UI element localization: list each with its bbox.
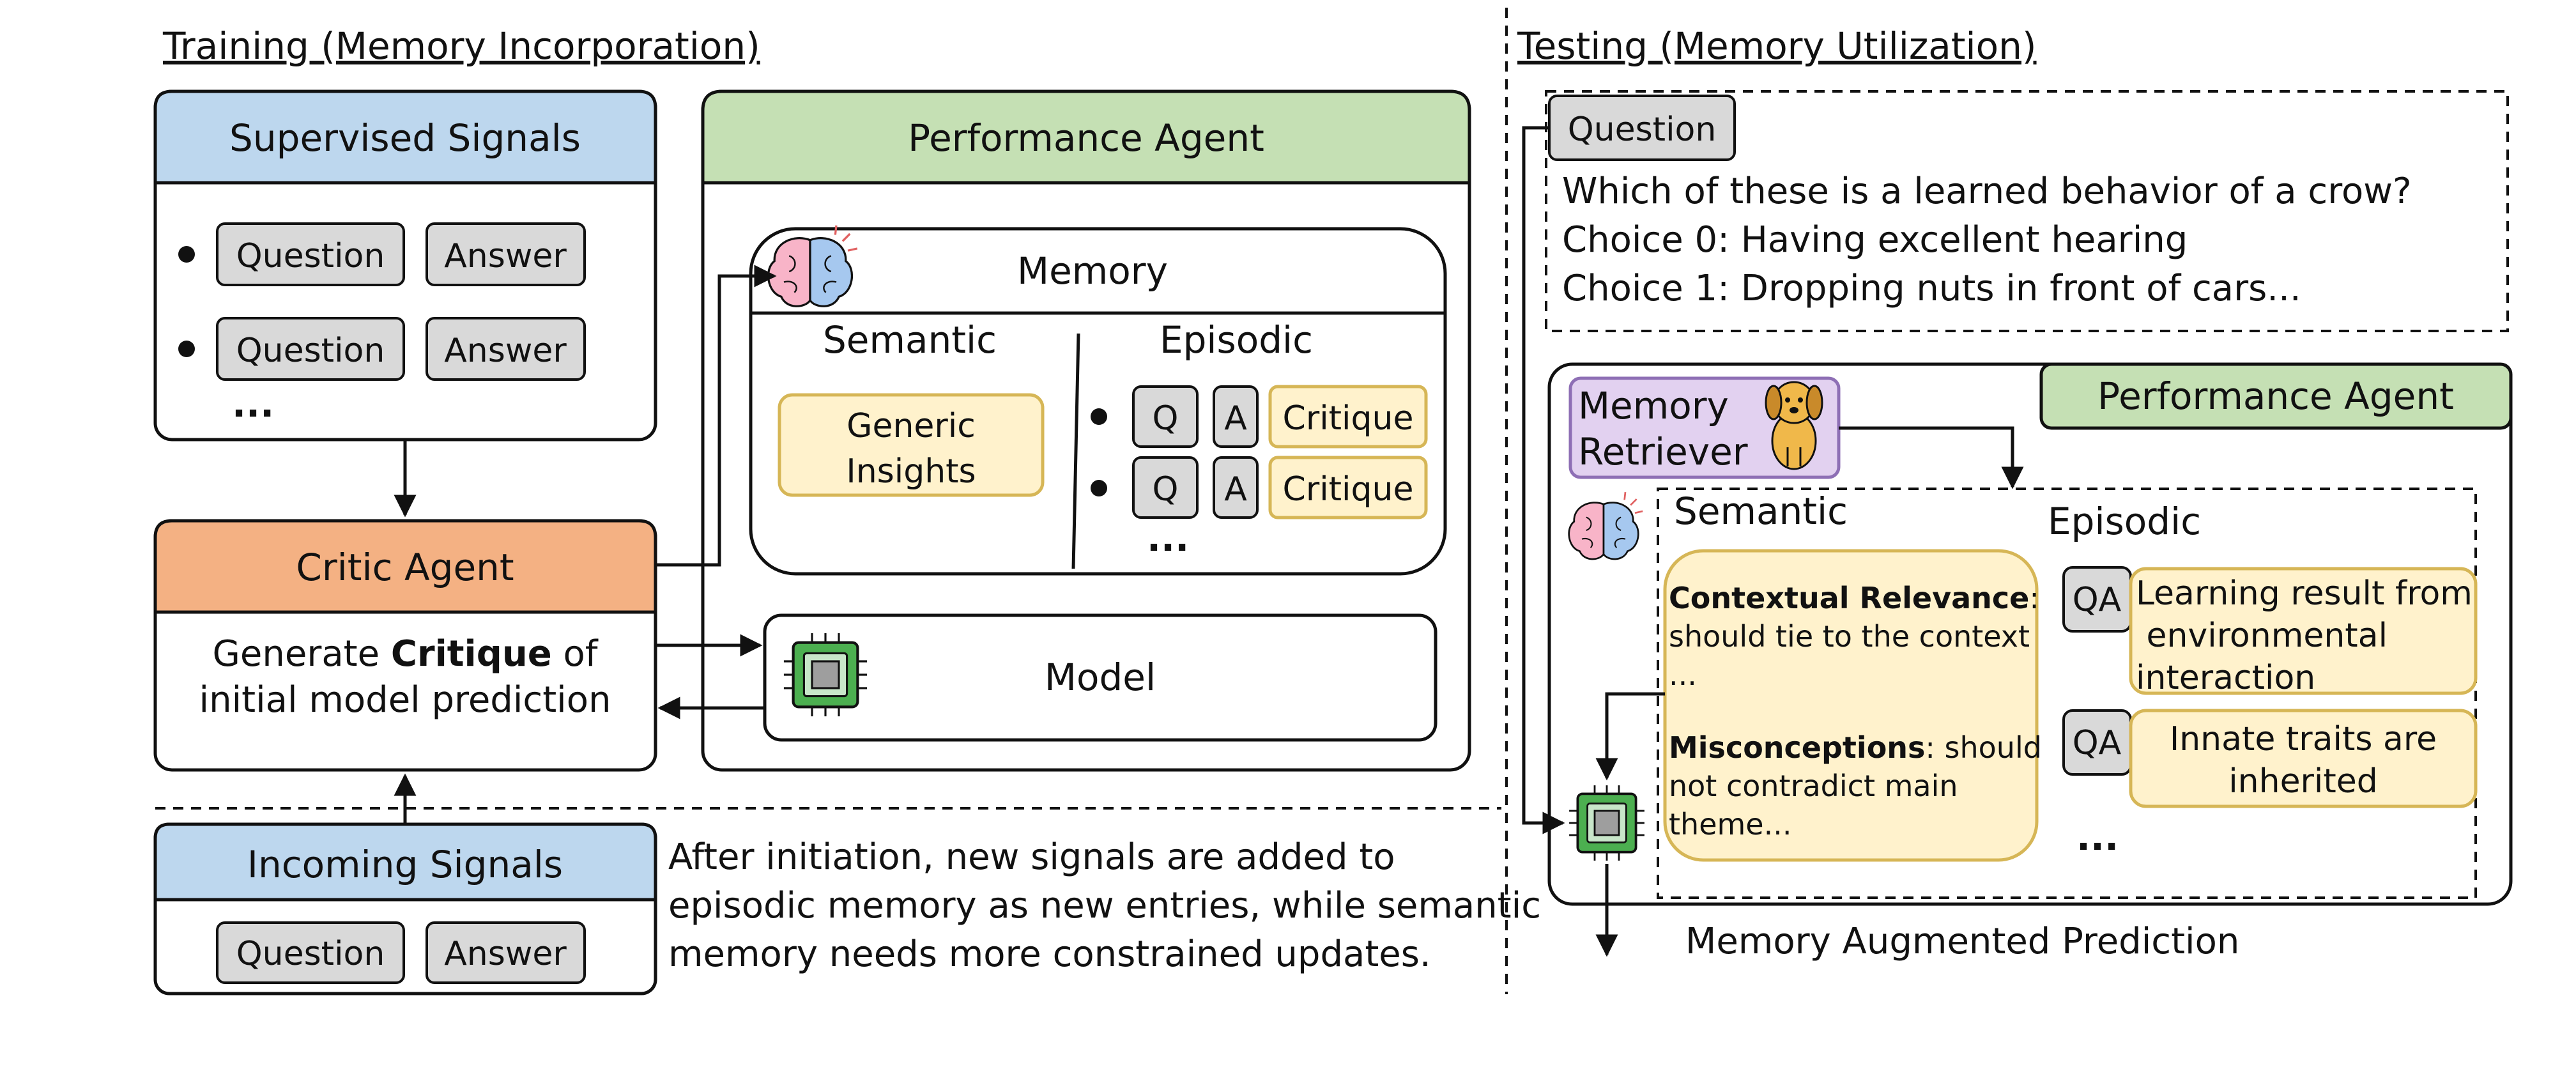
episodic-memory-line: Learning result from [2136, 574, 2472, 613]
incoming-signals-box: Incoming Signals Question Answer [153, 822, 657, 995]
generic-insights-line2: Insights [846, 452, 976, 491]
semantic-insights-card [1663, 549, 2039, 862]
misconceptions-line: not contradict main [1669, 769, 1958, 803]
answer-pill-label: Answer [444, 935, 567, 973]
chip-icon [784, 633, 867, 716]
episodic-memory-line: environmental [2136, 617, 2388, 655]
critic-desc-line1: Generate Critique of [213, 633, 599, 675]
critique-card [1268, 385, 1428, 449]
memory-retriever-box: Memory Retriever [1568, 376, 1841, 479]
answer-pill [425, 921, 586, 984]
critic-agent-title: Critic Agent [296, 546, 514, 589]
chip-icon [1568, 784, 1646, 862]
question-tag-label: Question [1568, 111, 1717, 149]
supervised-signals-title: Supervised Signals [229, 116, 581, 160]
question-pill-label: Question [236, 332, 385, 370]
dog-icon [1765, 381, 1823, 470]
performance-agent-title: Performance Agent [908, 116, 1264, 160]
critique-label: Critique [1283, 470, 1414, 509]
question-pill [216, 317, 405, 381]
critic-desc-line2: initial model prediction [199, 679, 611, 721]
answer-pill-label: Answer [444, 332, 567, 370]
question-pill-label: Question [236, 237, 385, 275]
arrow-retriever-to-memory [1839, 426, 2024, 489]
testing-episodic-title: Episodic [2048, 500, 2201, 543]
contextual-relevance-line: should tie to the context [1669, 619, 2030, 654]
memory-retriever-line1: Memory [1578, 384, 1729, 427]
qa-tag-label: QA [2073, 581, 2122, 619]
question-pill [216, 222, 405, 286]
a-pill [1213, 456, 1259, 519]
critic-agent-box: Critic Agent Generate Critique of initia… [153, 519, 657, 772]
retrieved-memory-area [1657, 488, 2477, 899]
question-pill [216, 921, 405, 984]
testing-performance-title: Performance Agent [2097, 374, 2454, 418]
question-line: Which of these is a learned behavior of … [1562, 171, 2412, 212]
contextual-relevance-heading: Contextual Relevance: [1669, 581, 2039, 615]
q-pill-label: Q [1153, 399, 1179, 438]
episodic-ellipsis: ... [1147, 516, 1189, 560]
generic-insights-line1: Generic [847, 407, 976, 445]
supervised-ellipsis: ... [232, 382, 274, 426]
critique-label: Critique [1283, 399, 1414, 438]
memory-divider [1071, 333, 1080, 569]
misconceptions-line: theme... [1669, 807, 1791, 842]
episodic-memory-card [2129, 709, 2478, 808]
incoming-signals-title: Incoming Signals [247, 843, 563, 886]
bullet-icon [1091, 480, 1107, 496]
semantic-title: Semantic [823, 318, 997, 362]
memory-title: Memory [1017, 249, 1168, 293]
a-pill-label: A [1224, 470, 1247, 509]
episodic-memory-line: inherited [2228, 762, 2378, 801]
training-section-title: Training (Memory Incorporation) [162, 24, 760, 68]
question-pill-label: Question [236, 935, 385, 973]
question-panel: Question Which of these is a learned beh… [1545, 90, 2509, 332]
a-pill-label: A [1224, 399, 1247, 438]
answer-pill [425, 222, 586, 286]
testing-performance-header [2039, 362, 2513, 430]
note-line: episodic memory as new entries, while se… [668, 885, 1541, 926]
q-pill [1132, 385, 1199, 448]
memory-box: Memory Semantic Generic Insights Episodi… [749, 224, 1447, 576]
note-line: memory needs more constrained updates. [668, 934, 1431, 975]
contextual-relevance-line: ... [1669, 657, 1697, 692]
generic-insights-card [778, 393, 1045, 497]
episodic-memory-card [2129, 567, 2478, 695]
memory-retriever-line2: Retriever [1578, 430, 1748, 473]
supervised-signals-box: Supervised Signals Question Answer Quest… [153, 89, 657, 442]
bullet-icon [1091, 408, 1107, 425]
answer-pill [425, 317, 586, 381]
bullet-icon [178, 341, 195, 357]
arrow-memory-to-model [1595, 692, 1665, 781]
testing-semantic-title: Semantic [1674, 489, 1848, 533]
bullet-icon [178, 246, 195, 263]
testing-performance-box: Performance Agent Memory Retriever Seman… [1547, 362, 2513, 906]
testing-episodic-ellipsis: ... [2076, 815, 2119, 859]
performance-agent-box: Performance Agent Memory Semantic Generi… [701, 89, 1471, 772]
misconceptions-heading: Misconceptions: should [1669, 730, 2042, 765]
choice-line: Choice 1: Dropping nuts in front of cars… [1562, 268, 2301, 309]
testing-section-title: Testing (Memory Utilization) [1517, 24, 2037, 68]
model-box: Model [763, 613, 1438, 742]
episodic-memory-line: interaction [2136, 659, 2315, 697]
qa-tag-label: QA [2073, 724, 2122, 762]
arrow-question-to-model [1522, 126, 1565, 834]
episodic-title: Episodic [1160, 318, 1313, 362]
a-pill [1213, 385, 1259, 448]
arrow-critic-to-memory [656, 265, 777, 567]
episodic-memory-line: Innate traits are [2170, 720, 2437, 758]
q-pill [1132, 456, 1199, 519]
note-line: After initiation, new signals are added … [668, 836, 1395, 878]
critique-card [1268, 456, 1428, 519]
answer-pill-label: Answer [444, 237, 567, 275]
q-pill-label: Q [1153, 470, 1179, 509]
model-label: Model [1045, 656, 1156, 699]
choice-line: Choice 0: Having excellent hearing [1562, 219, 2188, 261]
output-label: Memory Augmented Prediction [1685, 921, 2239, 962]
